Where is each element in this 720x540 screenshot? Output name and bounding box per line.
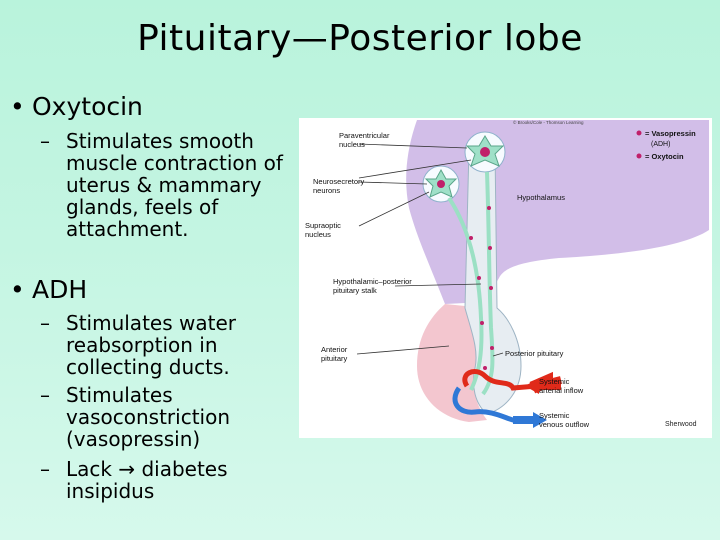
label-stalk-2: pituitary stalk — [333, 286, 377, 295]
label-supraoptic: Supraoptic — [305, 221, 341, 230]
sub-bullet-text: Stimulates vasoconstriction (vasopressin… — [66, 383, 231, 451]
bullet-label: ADH — [32, 275, 88, 304]
axon-paraventricular — [481, 171, 495, 396]
label-stalk: Hypothalamic–posterior — [333, 277, 412, 286]
label-venous: Systemic — [539, 411, 570, 420]
sub-bullet-text: Lack → diabetes insipidus — [66, 457, 228, 503]
arterial-arrow-shaft — [539, 382, 561, 390]
legend-vasopressin-marker — [636, 130, 642, 136]
pituitary-diagram-svg: Paraventricular nucleus Neurosecretory n… — [305, 119, 709, 429]
label-posterior-pituitary: Posterior pituitary — [505, 349, 564, 358]
slide-title: Pituitary—Posterior lobe — [137, 18, 583, 59]
label-neurosecretory-2: neurons — [313, 186, 340, 195]
legend-adh: (ADH) — [651, 141, 670, 148]
label-supraoptic-2: nucleus — [305, 230, 331, 239]
arterial-vessel — [462, 369, 538, 391]
bullet-oxytocin: •Oxytocin — [10, 92, 143, 121]
bullet-dot: • — [10, 275, 25, 304]
supraoptic-neuron — [422, 165, 460, 203]
dash-glyph: – — [40, 383, 50, 407]
dash-glyph: – — [40, 129, 50, 153]
venous-vessel — [452, 386, 537, 423]
legend: = Vasopressin (ADH) = Oxytocin — [636, 129, 696, 161]
label-neurosecretory: Neurosecretory — [313, 177, 365, 186]
legend-oxytocin: = Oxytocin — [645, 152, 684, 161]
label-paraventricular: Paraventricular — [339, 131, 390, 140]
label-arterial: Systemic — [539, 377, 570, 386]
label-anterior-2: pituitary — [321, 354, 348, 363]
venous-arrow-shaft — [513, 416, 535, 424]
label-arterial-2: arterial inflow — [539, 386, 584, 395]
pituitary-diagram: Paraventricular nucleus Neurosecretory n… — [299, 118, 712, 438]
leader-lines — [356, 143, 504, 357]
bullet-dot: • — [10, 92, 25, 121]
anterior-pituitary — [417, 304, 487, 422]
label-hypothalamus: Hypothalamus — [517, 193, 565, 202]
label-paraventricular-2: nucleus — [339, 140, 365, 149]
sub-bullet-text: Stimulates smooth muscle contraction of … — [66, 129, 283, 241]
figure-copyright: © Brooks/Cole - Thomson Learning — [513, 119, 584, 125]
bullet-label: Oxytocin — [32, 92, 143, 121]
arterial-arrow-head — [525, 378, 539, 394]
hormone-granules — [469, 206, 494, 370]
legend-oxytocin-marker — [636, 153, 642, 159]
dash-glyph: – — [40, 311, 50, 335]
dash-glyph: – — [40, 457, 50, 481]
paraventricular-neuron — [464, 131, 506, 173]
venous-arrow-head — [533, 412, 547, 428]
figure-credit: Sherwood — [665, 421, 697, 428]
label-anterior: Anterior — [321, 345, 348, 354]
label-venous-2: venous outflow — [539, 420, 590, 429]
sub-bullet-text: Stimulates water reabsorption in collect… — [66, 311, 236, 379]
figure-labels: Paraventricular nucleus Neurosecretory n… — [305, 131, 590, 429]
legend-vasopressin: = Vasopressin — [645, 129, 696, 138]
bullet-adh: •ADH — [10, 275, 87, 304]
